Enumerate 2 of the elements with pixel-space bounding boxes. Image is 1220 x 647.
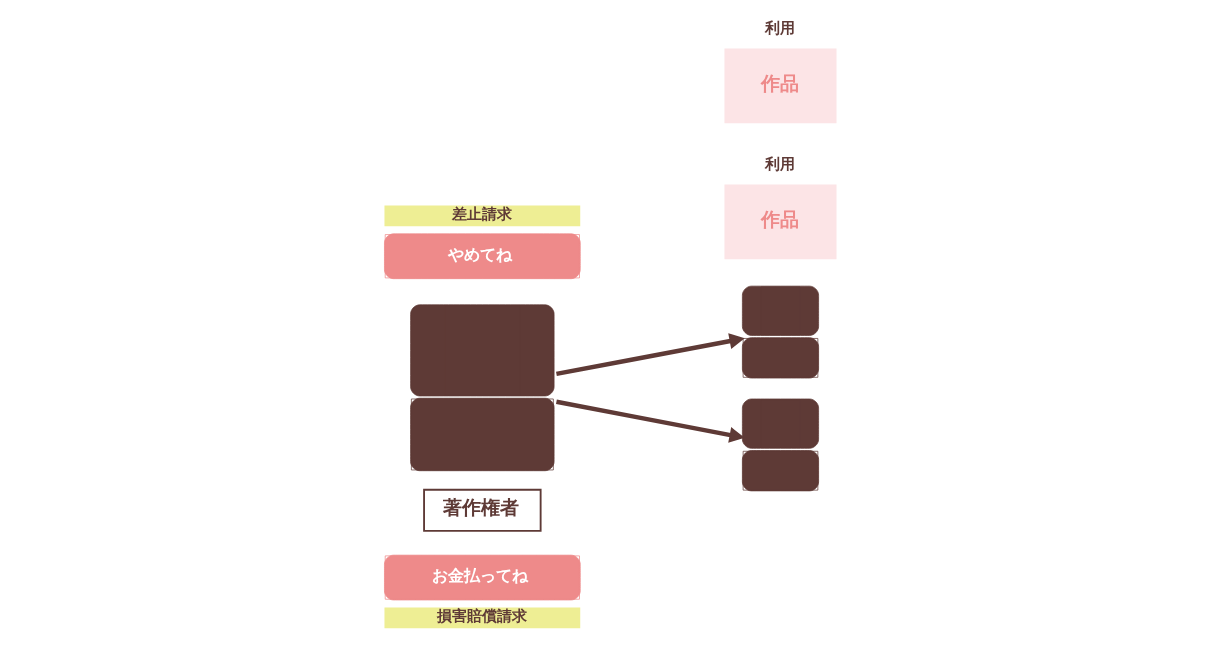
node-label: 利用 (764, 154, 795, 173)
node-label: 利用 (764, 18, 795, 37)
